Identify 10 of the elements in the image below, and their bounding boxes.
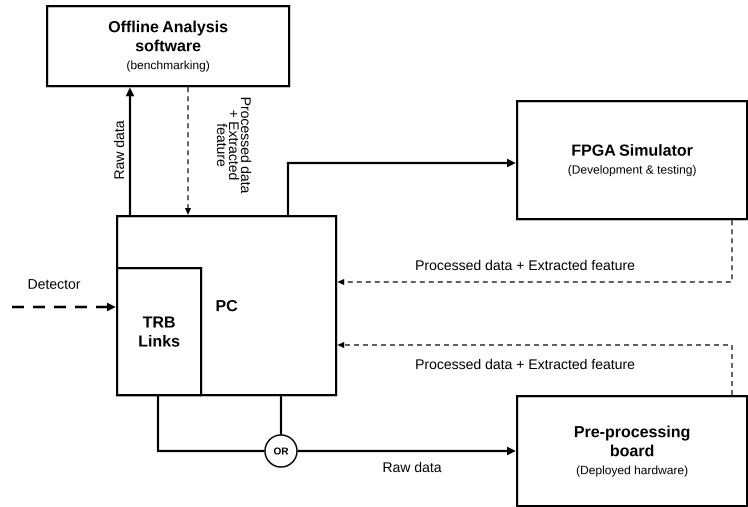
edge-label: Processed data + Extracted feature [216,98,252,194]
edge-label: Raw data [384,462,442,472]
board-box: Pre-processing board (Deployed hardware) [516,395,748,507]
edge-label: Detector [28,279,80,289]
edge-label: Processed data + Extracted feature [416,260,634,270]
edge-label: Raw data [114,120,124,178]
simulator-box: FPGA Simulator (Development & testing) [516,100,748,220]
edge-label: Processed data + Extracted feature [416,358,634,370]
links-box: TRB Links [116,267,202,396]
software-box: Offline Analysis software (benchmarking) [46,5,290,88]
